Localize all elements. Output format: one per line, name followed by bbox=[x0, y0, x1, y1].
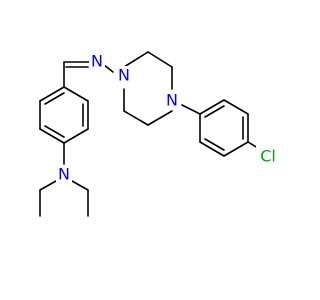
bonds bbox=[39, 51, 259, 217]
atom-label-n-piperazine-1: N bbox=[118, 66, 130, 85]
bond-bz-d2 bbox=[44, 125, 65, 138]
atom-chlorine: Cl bbox=[256, 146, 280, 166]
atom-n-piperazine-4: N bbox=[164, 91, 180, 110]
atom-n-diethylamino: N bbox=[56, 165, 72, 184]
bond-n-n bbox=[103, 64, 114, 73]
bond-n-ethyl2-ch2 bbox=[71, 180, 89, 191]
bond-pip-2 bbox=[147, 51, 173, 68]
atom-n-piperazine-1: N bbox=[116, 66, 132, 85]
bond-clph-d3 bbox=[204, 138, 225, 151]
molecule-structure-diagram: N N N N Cl bbox=[39, 51, 280, 217]
atom-label-n-imine: N bbox=[91, 52, 103, 71]
atom-label-n-diethylamino: N bbox=[58, 165, 70, 184]
atom-label-chlorine: Cl bbox=[260, 147, 276, 166]
bond-bz-6 bbox=[39, 86, 65, 102]
bond-clph-2 bbox=[223, 99, 249, 115]
bond-bz-4 bbox=[39, 128, 65, 144]
atom-labels: N N N N Cl bbox=[56, 52, 280, 184]
atom-n-imine: N bbox=[89, 52, 105, 71]
bond-pip-4 bbox=[147, 110, 173, 126]
bond-n4-aryl bbox=[181, 104, 201, 115]
bond-bz-d3 bbox=[44, 92, 65, 105]
bond-clph-5 bbox=[199, 141, 225, 157]
bond-n-ethyl1-ch2 bbox=[39, 180, 57, 191]
bond-clph-1 bbox=[199, 99, 225, 115]
bond-clph-d1 bbox=[204, 105, 225, 118]
bond-pip-1 bbox=[123, 51, 149, 68]
bond-bz-1 bbox=[63, 86, 89, 102]
atom-label-n-piperazine-4: N bbox=[166, 91, 178, 110]
bond-pip-5 bbox=[123, 110, 149, 126]
bond-clph-4 bbox=[223, 141, 249, 157]
bond-bz-3 bbox=[63, 128, 89, 144]
